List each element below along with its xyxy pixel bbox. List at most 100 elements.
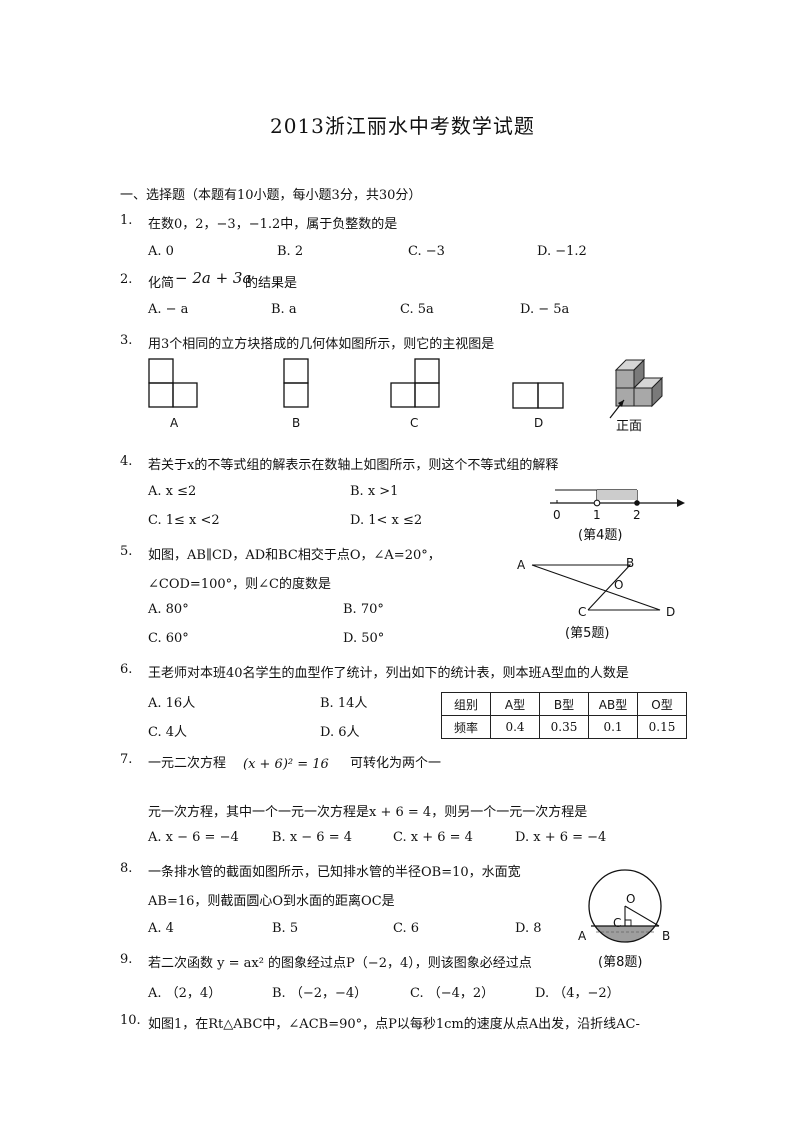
table-header-cell: B型 <box>539 692 589 716</box>
point-label-a: A <box>578 929 587 943</box>
option-b: B. 70° <box>343 602 384 617</box>
question-number: 9. <box>120 952 133 967</box>
table-cell: 0.15 <box>637 715 687 739</box>
option-c: C. 60° <box>148 631 189 646</box>
option-b: B. 2 <box>277 244 304 259</box>
option-b: B. a <box>271 302 297 317</box>
question-number: 2. <box>120 272 133 287</box>
question-text-line2: ∠COD=100°，则∠C的度数是 <box>148 577 331 592</box>
option-b: B. x − 6 = 4 <box>272 830 353 845</box>
option-a: A. − a <box>148 302 189 317</box>
question-text-line2: 元一次方程，其中一个一元一次方程是x + 6 = 4，则另一个一元一次方程是 <box>148 805 588 820</box>
option-c: C. 6 <box>393 921 420 936</box>
point-label-b: B <box>626 556 635 570</box>
point-label-c: C <box>613 916 622 930</box>
question-text-pre: 化简 <box>148 276 175 291</box>
table-header-row: 组别 A型 B型 AB型 O型 <box>441 692 687 716</box>
table-cell: 0.35 <box>539 715 589 739</box>
option-c: C. −3 <box>408 244 445 259</box>
option-d: D. 8 <box>515 921 542 936</box>
option-d: D. 50° <box>343 631 385 646</box>
figure-caption: (第4题) <box>578 528 623 543</box>
question-text-line2: AB=16，则截面圆心O到水面的距离OC是 <box>148 894 395 909</box>
table-header-cell: 组别 <box>441 692 491 716</box>
point-label-o: O <box>626 892 636 906</box>
question-text: 若二次函数 y = ax² 的图象经过点P（−2，4），则该图象必经过点 <box>148 956 532 971</box>
question-text-line1: 如图，AB∥CD，AD和BC相交于点O，∠A=20°， <box>148 548 441 563</box>
q3-figure-a <box>148 358 198 408</box>
axis-tick-1: 1 <box>593 508 601 522</box>
question-expression: − 2a + 3a <box>175 269 252 287</box>
q3-figure-b <box>283 358 309 408</box>
table-row: 频率 0.4 0.35 0.1 0.15 <box>441 715 687 739</box>
point-label-d: D <box>666 605 676 619</box>
question-number: 8. <box>120 861 133 876</box>
option-a: A. 4 <box>148 921 174 936</box>
question-number: 1. <box>120 213 133 228</box>
option-a: A. 80° <box>148 602 189 617</box>
option-d: D. x + 6 = −4 <box>515 830 607 845</box>
section-heading: 一、选择题（本题有10小题，每小题3分，共30分） <box>120 188 422 203</box>
option-b: B. （−2，−4） <box>272 986 368 1001</box>
option-a: A. 0 <box>148 244 174 259</box>
option-a: A. （2，4） <box>148 986 222 1001</box>
question-text: 在数0，2，−3，−1.2中，属于负整数的是 <box>148 217 398 232</box>
q3-cube-solid <box>609 358 664 419</box>
table-cell: 0.1 <box>588 715 638 739</box>
blood-type-table: 组别 A型 B型 AB型 O型 频率 0.4 0.35 0.1 0.15 <box>441 692 687 739</box>
page-title: 2013浙江丽水中考数学试题 <box>270 114 535 138</box>
question-number: 10. <box>120 1013 141 1028</box>
axis-tick-2: 2 <box>633 508 641 522</box>
option-b: B. 5 <box>272 921 299 936</box>
q4-number-line <box>550 489 685 507</box>
question-text: 王老师对本班40名学生的血型作了统计，列出如下的统计表，则本班A型血的人数是 <box>148 666 629 681</box>
option-c: C. x + 6 = 4 <box>393 830 473 845</box>
option-c: C. 1≤ x <2 <box>148 513 220 528</box>
point-label-c: C <box>578 605 587 619</box>
q8-pipe-figure <box>588 869 662 943</box>
question-text-post: 可转化为两个一 <box>350 756 442 771</box>
option-b: B. 14人 <box>320 696 368 711</box>
figure-caption: (第5题) <box>565 626 610 641</box>
point-label-a: A <box>517 558 526 572</box>
figure-label-b: B <box>292 416 301 430</box>
option-b: B. x >1 <box>350 484 399 499</box>
table-header-cell: O型 <box>637 692 687 716</box>
question-number: 5. <box>120 544 133 559</box>
figure-caption: (第8题) <box>598 955 643 970</box>
table-cell: 0.4 <box>490 715 540 739</box>
axis-tick-0: 0 <box>553 508 561 522</box>
question-equation: (x + 6)² = 16 <box>243 757 329 772</box>
front-view-label: 正面 <box>616 419 643 434</box>
option-a: A. x − 6 = −4 <box>148 830 239 845</box>
q3-figure-d <box>512 382 564 409</box>
option-c: C. 5a <box>400 302 434 317</box>
q5-geometry-figure <box>531 564 661 611</box>
option-d: D. 1< x ≤2 <box>350 513 423 528</box>
option-c: C. 4人 <box>148 725 188 740</box>
question-number: 4. <box>120 454 133 469</box>
option-d: D. 6人 <box>320 725 360 740</box>
q3-figure-c <box>390 358 440 408</box>
option-d: D. − 5a <box>520 302 570 317</box>
question-text-post: 的结果是 <box>245 276 298 291</box>
question-number: 3. <box>120 333 133 348</box>
point-label-b: B <box>662 929 671 943</box>
question-number: 7. <box>120 752 133 767</box>
point-label-o: O <box>614 578 624 592</box>
table-cell: 频率 <box>441 715 491 739</box>
option-a: A. x ≤2 <box>148 484 197 499</box>
option-c: C. （−4，2） <box>410 986 495 1001</box>
table-header-cell: A型 <box>490 692 540 716</box>
question-text: 若关于x的不等式组的解表示在数轴上如图所示，则这个不等式组的解释 <box>148 458 559 473</box>
figure-label-c: C <box>410 416 419 430</box>
table-header-cell: AB型 <box>588 692 638 716</box>
question-number: 6. <box>120 662 133 677</box>
figure-label-a: A <box>170 416 179 430</box>
option-d: D. −1.2 <box>537 244 587 259</box>
question-text: 如图1，在Rt△ABC中，∠ACB=90°，点P以每秒1cm的速度从点A出发，沿… <box>148 1017 640 1032</box>
option-d: D. （4，−2） <box>535 986 620 1001</box>
question-text: 用3个相同的立方块搭成的几何体如图所示，则它的主视图是 <box>148 337 495 352</box>
question-text-line1: 一条排水管的截面如图所示，已知排水管的半径OB=10，水面宽 <box>148 865 521 880</box>
figure-label-d: D <box>534 416 544 430</box>
